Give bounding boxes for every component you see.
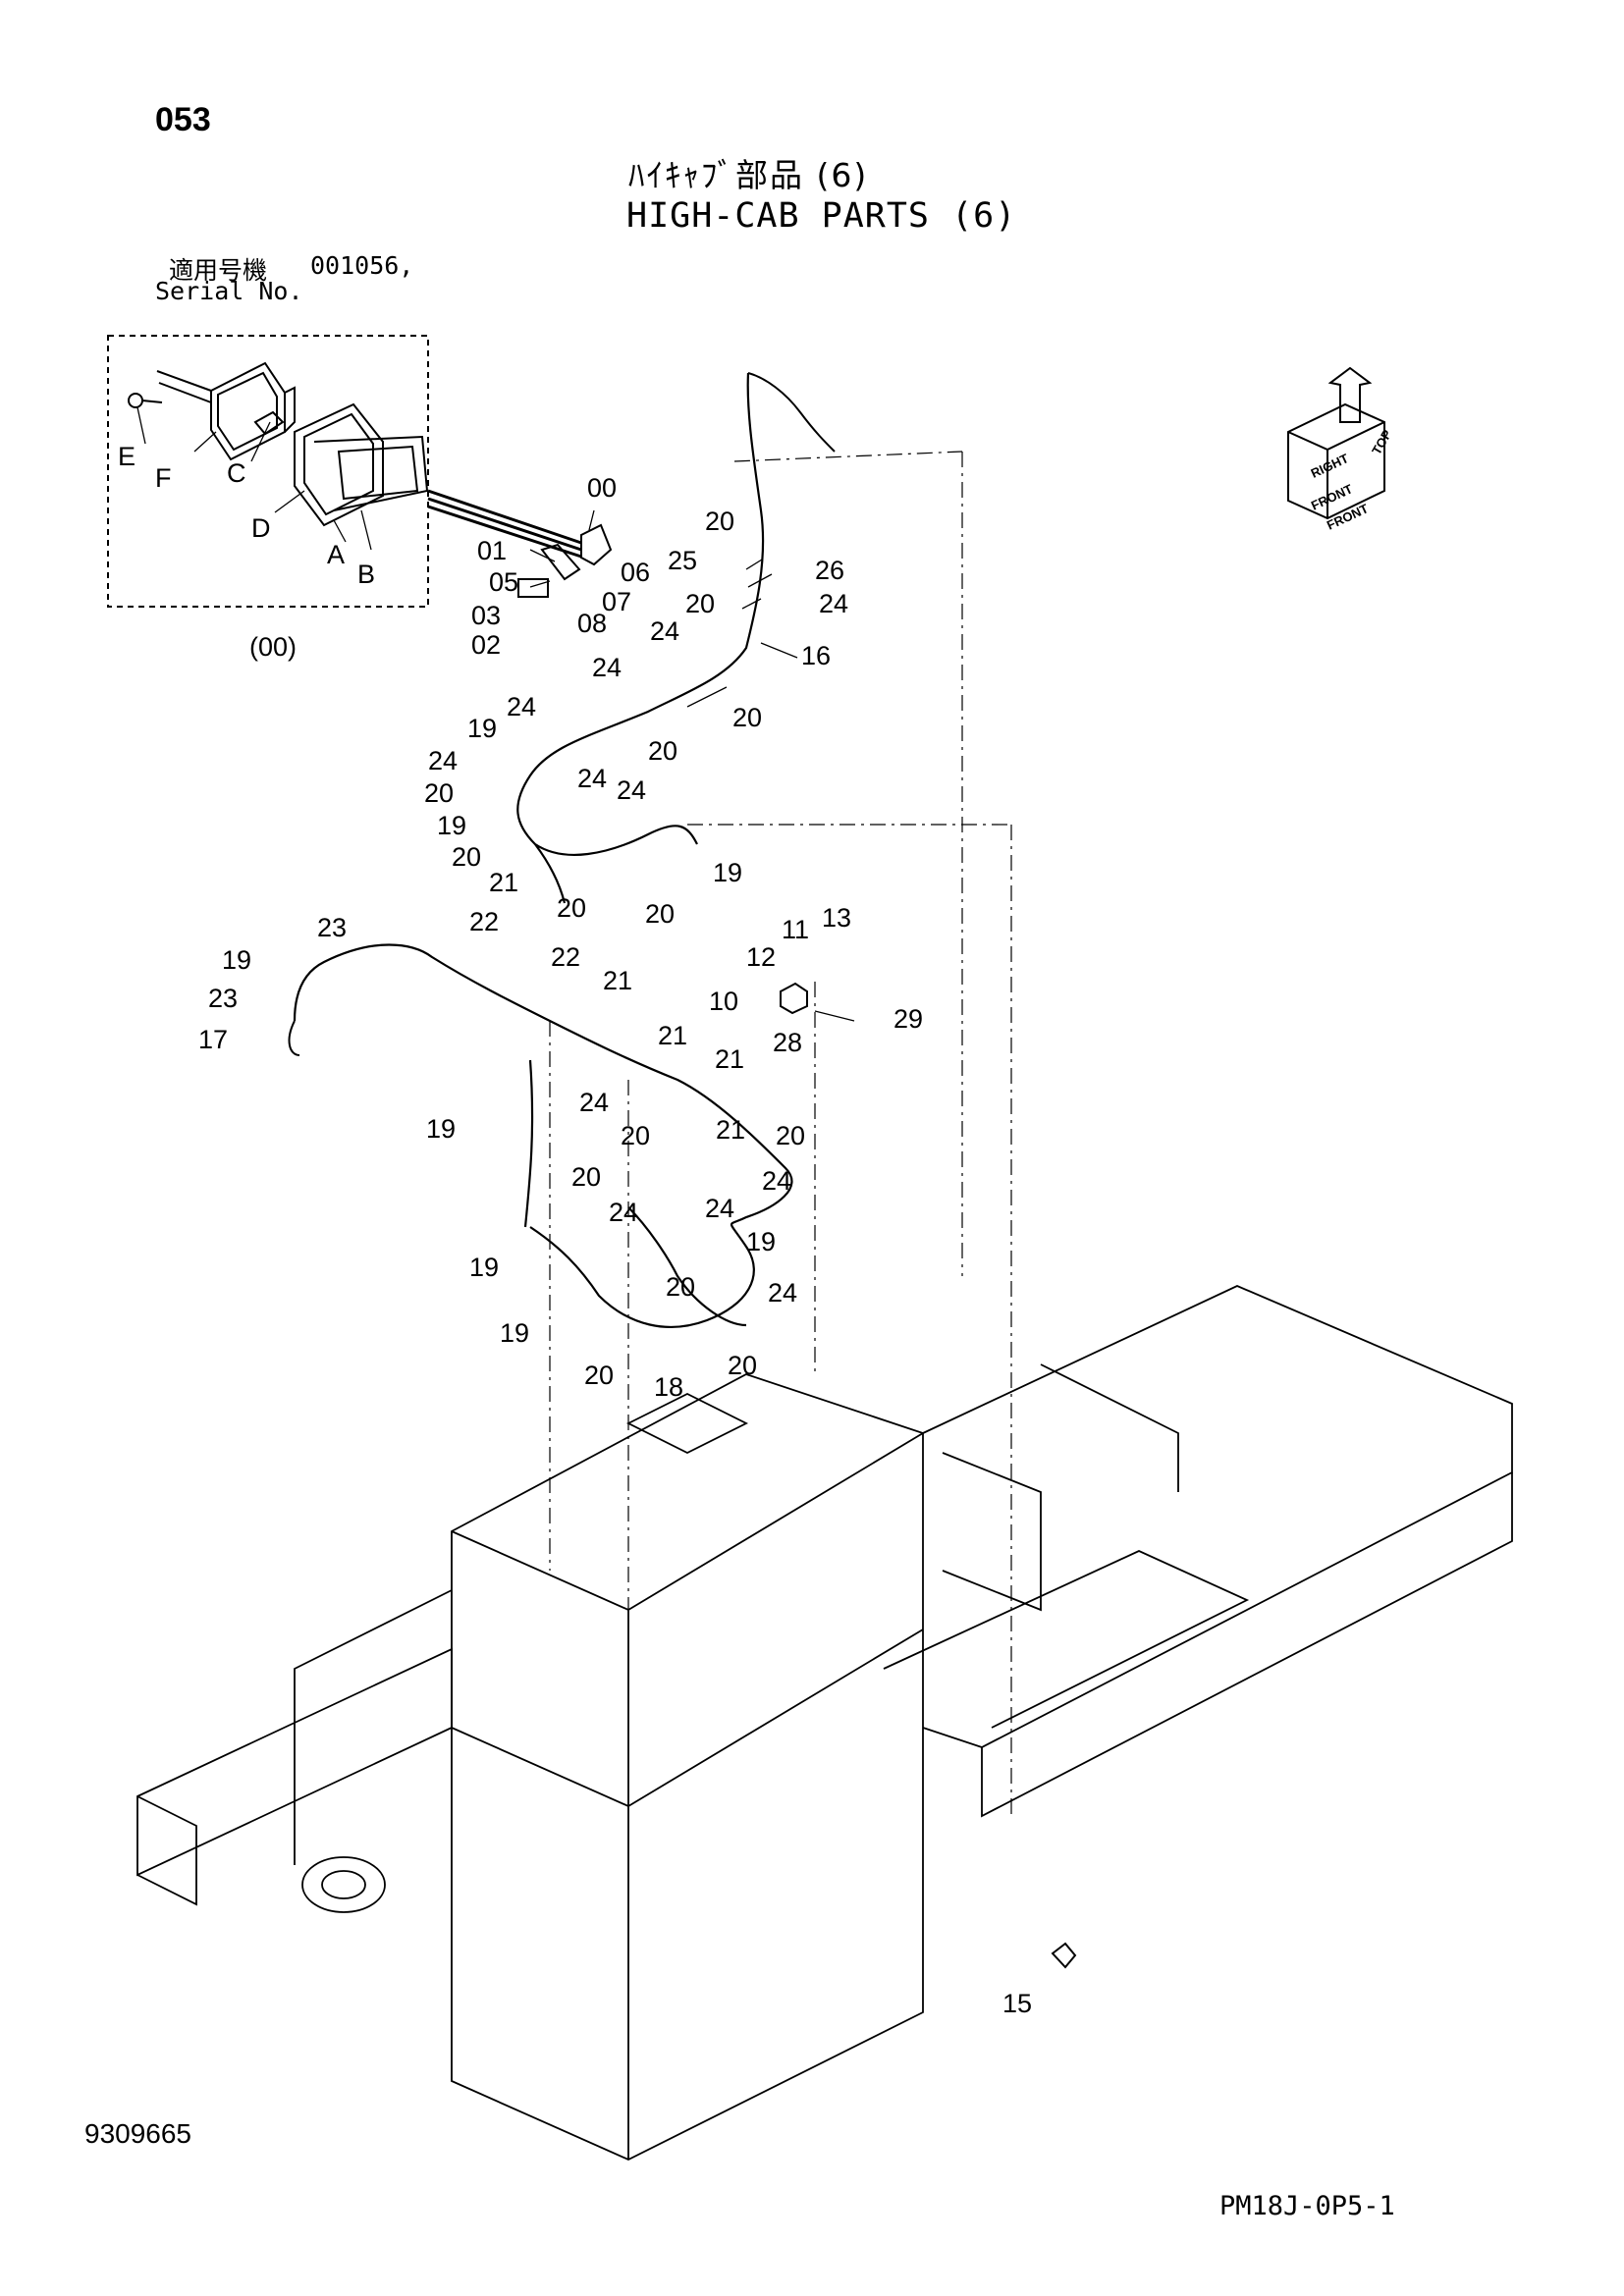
wiring-harness-lower xyxy=(293,943,793,1328)
callout-label: 20 xyxy=(645,899,676,929)
callout-label: 19 xyxy=(437,811,467,840)
callout-label: 21 xyxy=(658,1021,688,1050)
callout-label: B xyxy=(357,560,376,589)
orientation-icon xyxy=(1287,366,1385,520)
title-english: HIGH-CAB PARTS (6) xyxy=(626,196,1017,236)
callout-label: 23 xyxy=(208,984,239,1013)
callout-label: 16 xyxy=(801,641,832,670)
callout-label: 20 xyxy=(557,893,587,923)
callout-label: 24 xyxy=(579,1088,610,1117)
callout-label: 06 xyxy=(621,558,651,587)
callout-label: 17 xyxy=(198,1025,229,1054)
callout-label: 24 xyxy=(592,653,623,682)
callout-leaders xyxy=(136,406,855,1022)
callout-label: 26 xyxy=(815,556,845,585)
callout-label: 29 xyxy=(893,1004,924,1034)
callout-label: 21 xyxy=(489,868,519,897)
callout-label: 07 xyxy=(602,587,632,616)
callout-label: 19 xyxy=(469,1253,500,1282)
callout-label: 20 xyxy=(728,1351,758,1380)
callout-label: 19 xyxy=(746,1227,777,1256)
callout-label: 21 xyxy=(716,1115,746,1145)
callout-label: 22 xyxy=(469,907,500,936)
callout-label: 20 xyxy=(776,1121,806,1150)
callout-label: 20 xyxy=(732,703,763,732)
callout-label: 19 xyxy=(713,858,743,887)
callout-label: C xyxy=(227,458,246,488)
callout-label: 19 xyxy=(426,1114,457,1144)
serial-label-japanese: 適用号機 xyxy=(169,256,268,285)
detail-caption: (00) xyxy=(249,632,298,662)
callout-label: 20 xyxy=(452,842,482,872)
callout-label: 19 xyxy=(467,714,498,743)
callout-label: F xyxy=(155,463,172,493)
serial-label-english: Serial No. xyxy=(155,277,303,305)
drawing-code: PM18J-0P5-1 xyxy=(1219,2191,1395,2221)
callout-label: 00 xyxy=(587,473,618,503)
callout-label: 10 xyxy=(709,987,739,1016)
part-10-icon xyxy=(780,982,808,1015)
callout-label: 20 xyxy=(648,736,678,766)
callout-label: D xyxy=(251,513,271,543)
callout-label: 21 xyxy=(715,1044,745,1074)
callout-label: 19 xyxy=(500,1318,530,1348)
callout-label: 11 xyxy=(782,915,810,944)
callout-label: 20 xyxy=(621,1121,651,1150)
callout-label: 12 xyxy=(746,942,777,972)
callout-label: 24 xyxy=(762,1166,792,1196)
callout-label: 24 xyxy=(617,775,647,805)
callout-label: 28 xyxy=(773,1028,803,1057)
callout-label: 15 xyxy=(1002,1989,1033,2018)
callout-label: 20 xyxy=(571,1162,602,1192)
detail-box xyxy=(107,335,429,608)
callout-label: 24 xyxy=(768,1278,798,1308)
callout-label: 25 xyxy=(668,546,698,575)
callout-label: 20 xyxy=(685,589,716,618)
chassis-frame xyxy=(136,1285,1513,2161)
callout-label: 22 xyxy=(551,942,581,972)
callout-label: 21 xyxy=(603,966,633,995)
callout-label: 20 xyxy=(666,1272,696,1302)
bracket-part xyxy=(580,523,613,566)
callout-label: 23 xyxy=(317,913,348,942)
callout-label: 20 xyxy=(584,1361,615,1390)
callout-label: 19 xyxy=(222,945,252,975)
callout-label: 24 xyxy=(577,764,608,793)
page-number: 053 xyxy=(155,101,211,138)
detail-leader xyxy=(427,489,582,559)
callout-label: 24 xyxy=(650,616,680,646)
serial-value: 001056, xyxy=(310,251,414,280)
callout-label: 24 xyxy=(507,692,537,721)
callout-label: A xyxy=(327,540,346,569)
callout-label: E xyxy=(118,442,136,471)
callout-label: 13 xyxy=(822,903,852,933)
work-lamp-icon xyxy=(128,361,429,527)
callout-label: 24 xyxy=(705,1194,735,1223)
callout-label: 02 xyxy=(471,630,502,660)
callout-label: 08 xyxy=(577,609,608,638)
title-japanese: ﾊｲｷｬﾌﾞ部品 (6) xyxy=(628,156,869,194)
callout-label: 20 xyxy=(705,507,735,536)
callout-label: 03 xyxy=(471,601,502,630)
callout-label: 24 xyxy=(609,1198,639,1227)
callout-label: 18 xyxy=(654,1372,684,1402)
callout-label: 05 xyxy=(489,567,519,597)
callout-label: 01 xyxy=(477,536,508,565)
callout-label: 24 xyxy=(819,589,849,618)
figure-number: 9309665 xyxy=(84,2118,192,2149)
callout-label: 24 xyxy=(428,746,459,775)
callout-label: 20 xyxy=(424,778,455,808)
wiring-harness-upper xyxy=(516,372,765,904)
part-15-icon xyxy=(1051,1942,1077,1969)
